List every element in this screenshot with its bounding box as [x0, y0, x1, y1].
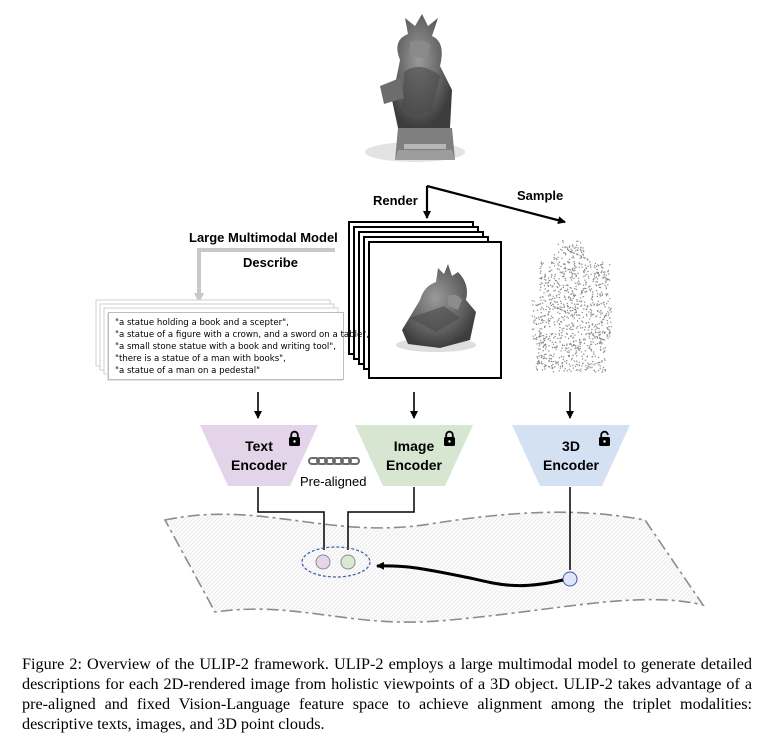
point-cloud-3d — [531, 239, 612, 373]
lock-closed-icon — [444, 430, 455, 446]
framework-figure: Render Sample Large Multimodal Model Des… — [95, 14, 705, 623]
description-card: "a statue holding a book and a scepter",… — [108, 312, 369, 380]
description-line: "a small stone statue with a book and wr… — [115, 342, 336, 352]
render-label: Render — [373, 193, 418, 208]
describe-arrow — [194, 248, 335, 303]
description-line: "there is a statue of a man with books", — [115, 354, 286, 364]
rendered-statue-image — [396, 264, 476, 352]
description-line: "a statue of a figure with a crown, and … — [115, 330, 369, 340]
feature-space-plane — [163, 511, 705, 623]
describe-label: Describe — [243, 255, 298, 270]
text-encoder — [200, 425, 318, 486]
image-encoder — [355, 425, 473, 486]
statue-3d-object — [365, 14, 465, 162]
figure-caption: Figure 2: Overview of the ULIP-2 framewo… — [22, 655, 752, 733]
description-line: "a statue of a man on a pedestal" — [115, 366, 261, 376]
pc-feature-dot — [562, 571, 578, 587]
sample-arrow — [426, 184, 566, 225]
lock-open-icon — [599, 430, 610, 446]
lmm-label: Large Multimodal Model — [189, 230, 338, 245]
image-feature-dot — [340, 554, 356, 570]
prealigned-label: Pre-aligned — [300, 474, 367, 489]
sample-label: Sample — [517, 188, 564, 203]
text-feature-dot — [315, 554, 331, 570]
description-line: "a statue holding a book and a scepter", — [115, 318, 289, 328]
aligned-region — [301, 546, 371, 578]
lock-closed-icon — [289, 430, 300, 446]
rendered-image-stack — [348, 221, 502, 379]
chain-link-icon — [308, 457, 360, 465]
alignment-arrow — [376, 561, 564, 588]
